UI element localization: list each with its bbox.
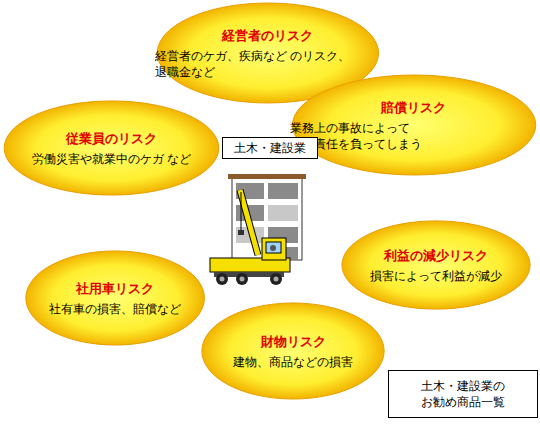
ellipse-outline (200, 302, 386, 400)
risk-title: 従業員のリスク (66, 130, 157, 147)
building (228, 174, 306, 260)
node-content: 経営者のリスク経営者のケガ、疾病など のリスク、退職金など (155, 27, 381, 80)
node-content: 従業員のリスク労働災害や就業中のケガ など (32, 130, 192, 167)
label-box: 土木・建設業の お勧め商品一覧 (388, 370, 538, 418)
risk-description: 建物、商品などの損害 (233, 354, 353, 370)
node-content: 社用車リスク社有車の損害、賠償など (49, 280, 181, 317)
risk-description: 損害によって利益が減少 (370, 268, 502, 284)
risk-title: 経営者のリスク (222, 27, 313, 44)
risk-title: 社用車リスク (76, 280, 154, 297)
risk-title: 財物リスク (261, 333, 326, 350)
crane-truck (210, 190, 290, 285)
node-content: 財物リスク建物、商品などの損害 (233, 333, 353, 370)
risk-description: 労働災害や就業中のケガ など (32, 151, 192, 167)
box-text: 土木・建設業の お勧め商品一覧 (389, 378, 537, 410)
risk-ellipse: 社用車リスク社有車の損害、賠償など (24, 250, 206, 346)
risk-ellipse: 利益の減少リスク損害によって利益が減少 (340, 220, 532, 310)
risk-ellipse: 賠償リスク業務上の事故によって 賠償責任を負ってしまう (290, 74, 538, 176)
ellipse-outline (2, 100, 221, 196)
risk-description: 経営者のケガ、疾病など のリスク、退職金など (155, 48, 381, 80)
box-text: 土木・建設業 (234, 140, 306, 156)
risk-title: 賠償リスク (381, 99, 446, 116)
risk-title: 利益の減少リスク (384, 247, 488, 264)
node-content: 賠償リスク業務上の事故によって 賠償責任を負ってしまう (290, 99, 538, 152)
risk-ellipse: 財物リスク建物、商品などの損害 (200, 302, 386, 400)
ellipse-outline (340, 220, 532, 310)
risk-description: 社有車の損害、賠償など (49, 301, 181, 317)
risk-ellipse: 従業員のリスク労働災害や就業中のケガ など (2, 100, 221, 196)
label-box: 土木・建設業 (222, 137, 318, 159)
risk-description: 業務上の事故によって 賠償責任を負ってしまう (290, 120, 538, 152)
node-content: 土木・建設業 (234, 140, 306, 156)
node-content: 利益の減少リスク損害によって利益が減少 (370, 247, 502, 284)
ellipse-outline (24, 250, 206, 346)
node-content: 土木・建設業の お勧め商品一覧 (389, 378, 537, 410)
